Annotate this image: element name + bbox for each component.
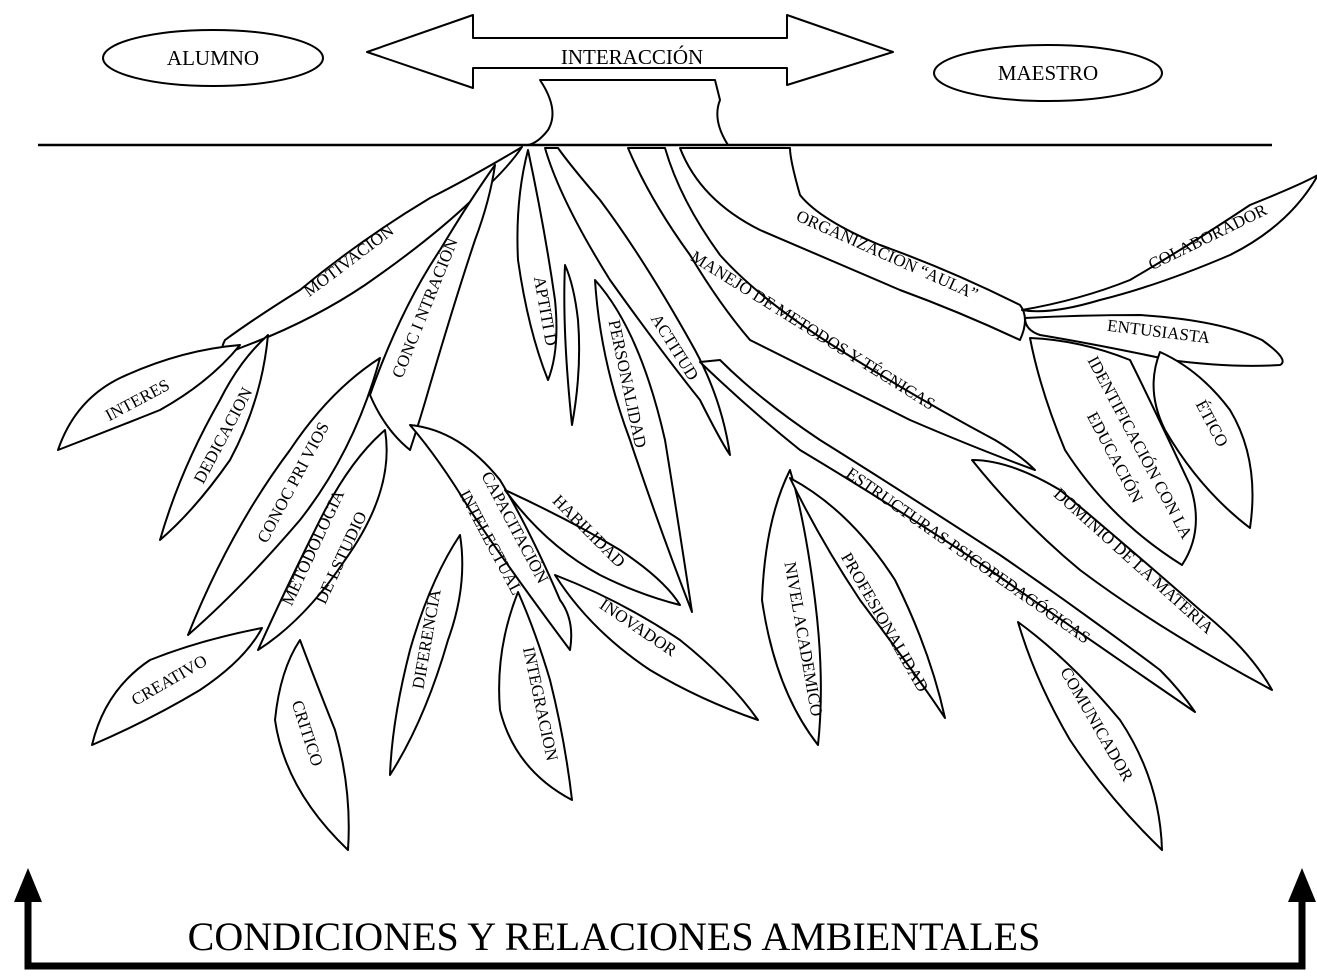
alumno-label: ALUMNO	[167, 46, 259, 70]
root-integracion	[498, 591, 573, 801]
interaccion-arrow	[366, 14, 894, 89]
root-creativo	[91, 627, 263, 746]
root-dominio	[971, 459, 1273, 691]
root-nivel	[761, 469, 822, 746]
maestro-label: MAESTRO	[998, 61, 1098, 85]
root-aptitud	[516, 149, 558, 381]
trunk	[527, 79, 729, 146]
root-conoc-previos	[187, 357, 381, 636]
root-metodologia	[257, 429, 388, 651]
root-dedicacion	[159, 334, 269, 541]
root-estructuras	[699, 359, 1196, 713]
footer-title: CONDICIONES Y RELACIONES AMBIENTALES	[188, 914, 1041, 959]
root-inovador	[554, 574, 759, 721]
root-personalidad	[594, 279, 693, 613]
root-actitud	[544, 147, 731, 456]
root-etico	[1152, 351, 1254, 529]
left-up-arrow	[14, 868, 42, 902]
root-habilidad	[504, 489, 681, 606]
maestro-node	[933, 44, 1163, 102]
root-concentracion	[369, 164, 496, 451]
root-aptitud-tail	[563, 264, 581, 426]
root-identificacion	[1029, 337, 1197, 566]
root-interes	[57, 344, 241, 451]
root-organizacion	[679, 147, 1026, 341]
root-colaborador	[1021, 174, 1317, 313]
root-critico	[274, 639, 350, 851]
root-diferencia	[389, 534, 464, 776]
root-capacitacion	[409, 424, 573, 651]
environment-frame	[24, 900, 1306, 970]
interaccion-label: INTERACCIÓN	[561, 45, 703, 69]
root-profesionalidad	[789, 477, 946, 719]
root-comunicador	[1017, 621, 1163, 851]
alumno-node	[102, 29, 324, 87]
root-entusiasta	[1024, 314, 1284, 367]
right-up-arrow	[1288, 868, 1316, 902]
root-manejo	[627, 147, 1036, 471]
